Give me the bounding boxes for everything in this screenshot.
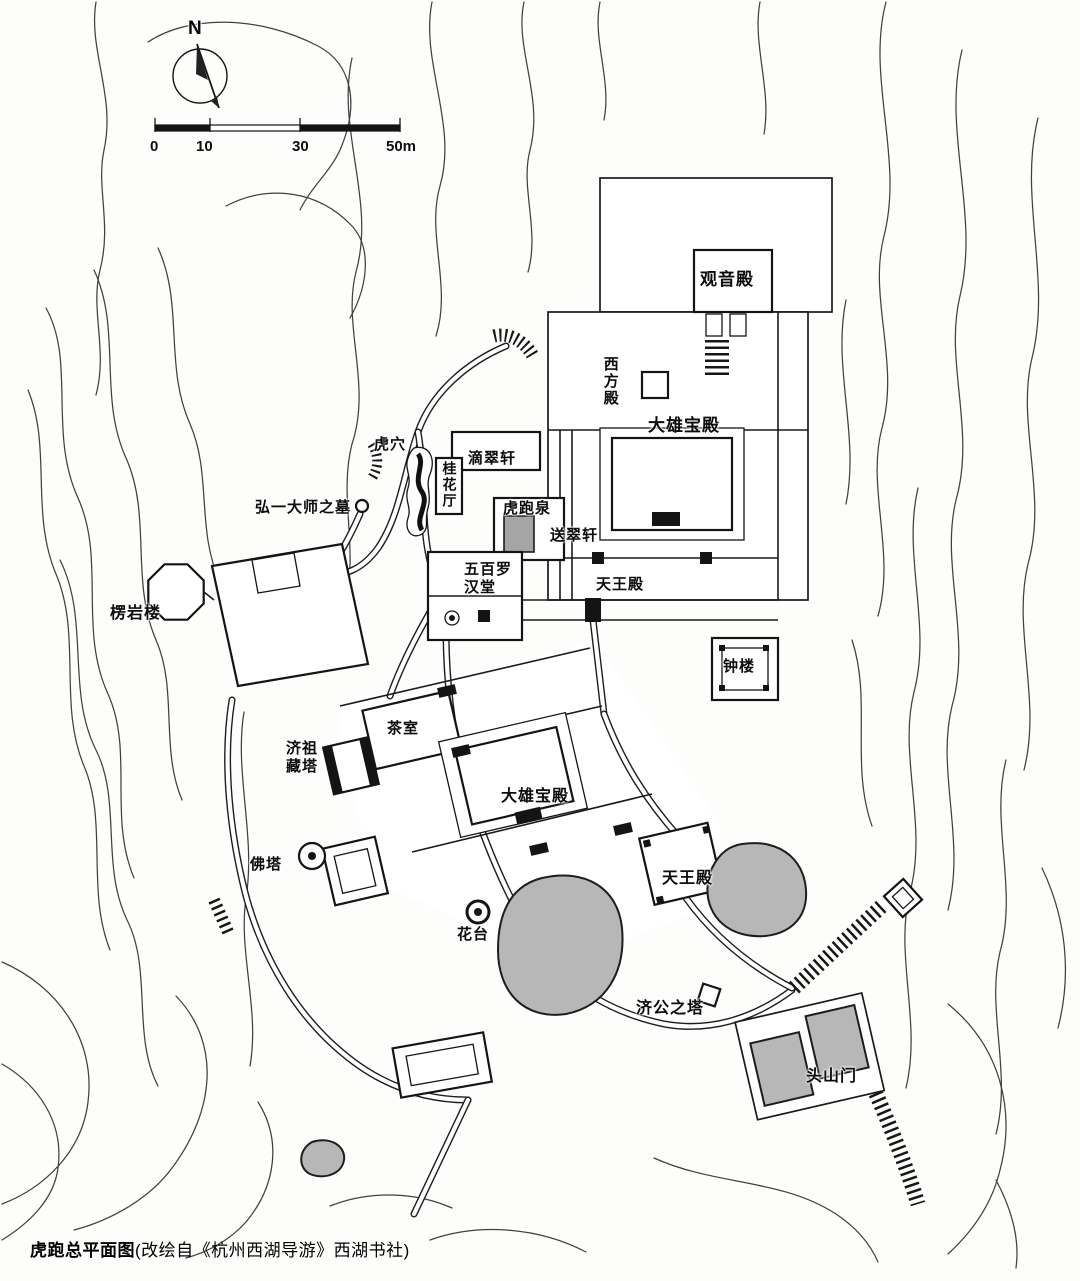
label-tiger-cave: 虎穴 xyxy=(374,436,407,453)
pond-center xyxy=(496,874,624,1016)
label-arhats-hall: 五百罗汉堂 xyxy=(464,561,513,596)
spring-pool xyxy=(503,515,535,553)
gate-tianwang-upper-east xyxy=(700,552,712,564)
bell-tower-inner xyxy=(721,647,769,691)
south-gate-upper xyxy=(585,598,601,622)
ramp-gate xyxy=(882,877,924,919)
label-jigong-pagoda: 济公之塔 xyxy=(636,1000,705,1017)
label-mahavira-lower: 大雄宝殿 xyxy=(501,788,570,805)
building-western-hall xyxy=(640,370,670,400)
lengyan-complex xyxy=(147,542,370,688)
label-bell-tower: 钟楼 xyxy=(723,658,756,675)
label-toushan-gate: 头山门 xyxy=(806,1068,858,1085)
building-osmanthus xyxy=(434,456,464,516)
contour-lines xyxy=(1,1,1067,1269)
stairs-mahavira-upper xyxy=(652,512,680,526)
guanyin-pillar-left xyxy=(705,313,723,337)
building-tianwang-lower xyxy=(637,821,725,907)
map-caption: 虎跑总平面图(改绘自《杭州西湖导游》西湖书社) xyxy=(30,1236,410,1261)
scale-tick-10: 10 xyxy=(196,138,213,155)
label-buddhist-pagoda: 佛塔 xyxy=(250,856,283,873)
toushan-gate-structures xyxy=(734,992,886,1121)
label-tianwang-lower: 天王殿 xyxy=(662,870,714,887)
label-hongyi-tomb: 弘一大师之墓 xyxy=(255,499,352,516)
label-songcui-pavilion: 送翠轩 xyxy=(550,527,599,544)
scale-bar-drawing xyxy=(154,118,401,132)
label-tianwang-upper: 天王殿 xyxy=(596,576,645,593)
building-guanyin xyxy=(692,248,774,314)
label-lengyan-tower: 楞岩楼 xyxy=(110,605,162,622)
scale-tick-0: 0 xyxy=(150,138,159,155)
label-hupao-spring: 虎跑泉 xyxy=(503,500,552,517)
caption-source: (改绘自《杭州西湖导游》西湖书社) xyxy=(135,1241,410,1260)
upper-temple-complex xyxy=(426,248,808,702)
pond-east xyxy=(706,842,808,938)
tiger-cave xyxy=(406,446,433,537)
label-guanyin-hall: 观音殿 xyxy=(700,270,754,289)
lower-temple-complex xyxy=(297,647,725,1099)
flower-terrace-structure xyxy=(465,899,491,925)
label-flower-terrace: 花台 xyxy=(457,926,490,943)
north-label: N xyxy=(188,18,202,39)
building-dicui xyxy=(450,430,542,472)
pagoda-structure xyxy=(297,835,390,907)
guanyin-pillar-right xyxy=(729,313,747,337)
ponds xyxy=(300,842,808,1178)
gate-tianwang-upper-west xyxy=(592,552,604,564)
compass-rose xyxy=(172,43,228,109)
south-pavilion xyxy=(391,1031,494,1099)
label-dicui-pavilion: 滴翠轩 xyxy=(468,450,517,467)
caption-title: 虎跑总平面图 xyxy=(30,1241,135,1260)
jizu-stupa-structure xyxy=(321,735,381,796)
label-tea-room: 茶室 xyxy=(387,720,420,737)
building-lengyan xyxy=(210,542,370,688)
octagon-pavilion xyxy=(147,563,205,621)
label-osmanthus-hall: 桂花厅 xyxy=(441,461,458,509)
scale-tick-50: 50m xyxy=(386,138,417,155)
label-western-hall: 西方殿 xyxy=(601,356,619,407)
label-mahavira-upper: 大雄宝殿 xyxy=(648,416,720,435)
scale-tick-30: 30 xyxy=(292,138,309,155)
label-jizu-stupa: 济祖藏塔 xyxy=(286,740,319,775)
jigong-pagoda-structure xyxy=(696,982,722,1008)
pond-small xyxy=(300,1139,346,1178)
hongyi-tomb-marker xyxy=(354,498,370,514)
